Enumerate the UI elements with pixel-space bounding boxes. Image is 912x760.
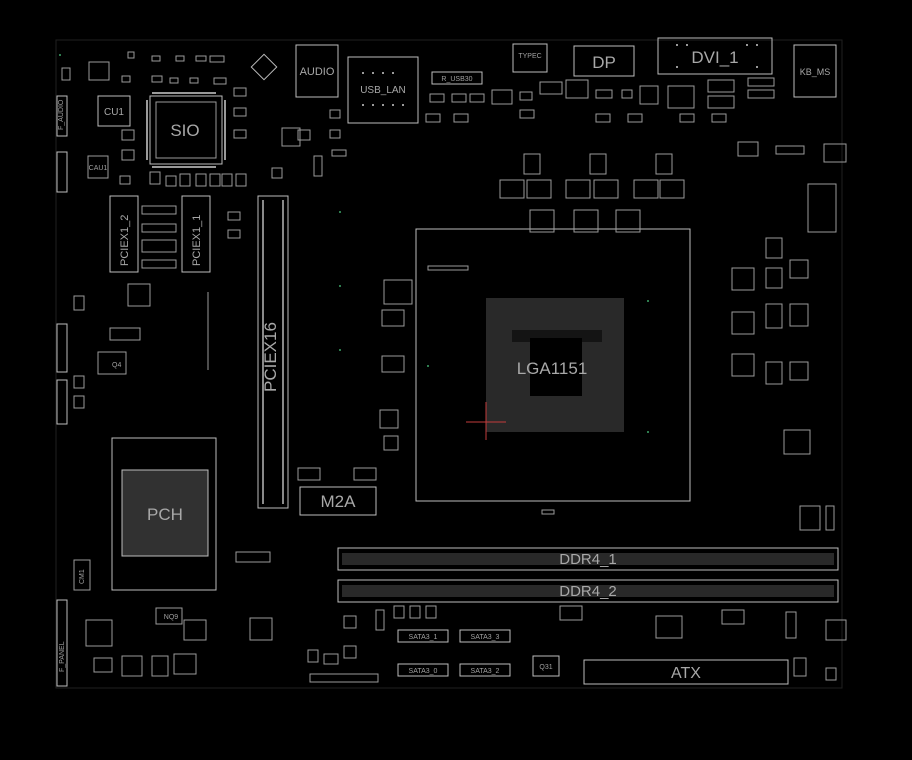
sata3-2-connector — [459, 663, 511, 677]
q31-label: Q31 — [539, 664, 552, 671]
ddr4-1-slot — [337, 547, 839, 571]
sata3-0-label: SATA3_0 — [409, 668, 438, 675]
usb-lan-connector — [347, 56, 419, 124]
pciex1-1-label: PCIEX1_1 — [191, 215, 203, 266]
ddr4-2-label: DDR4_2 — [559, 583, 617, 600]
cpu-socket-region: LGA1151 — [379, 141, 847, 531]
audio-label: AUDIO — [300, 66, 335, 78]
f-panel-connector — [56, 599, 68, 687]
r-usb30-label: R_USB30 — [441, 76, 472, 83]
pch-label: PCH — [147, 505, 183, 524]
ddr4-1-label: DDR4_1 — [559, 551, 617, 568]
usb-lan-label: USB_LAN — [360, 85, 406, 96]
pciex1-2-label: PCIEX1_2 — [119, 215, 131, 266]
dvi-label: DVI_1 — [691, 48, 738, 67]
dimm-region: DDR4_1 DDR4_2 — [337, 547, 839, 603]
m2a-connector — [299, 486, 377, 516]
sata3-1-label: SATA3_1 — [409, 634, 438, 641]
typec-label: TYPEC — [518, 53, 541, 60]
audio-connector — [295, 44, 339, 98]
m2a-label: M2A — [321, 492, 357, 511]
sio-label: SIO — [170, 121, 199, 140]
pch-outline — [111, 437, 217, 591]
kb-ms-connector — [793, 44, 837, 98]
q31-part — [532, 655, 560, 677]
dp-connector — [573, 45, 635, 77]
pch-region: PCH NQ9 F_PANEL CM1 — [56, 437, 273, 687]
sio-region: CU1 SIO F_AUDIO CAU1 — [56, 87, 347, 193]
typec-connector — [512, 43, 548, 73]
sata3-3-connector — [459, 629, 511, 643]
io-region: AUDIO USB_LAN R_USB30 TYPEC DP DVI_1 KB_… — [61, 37, 837, 141]
atx-label: ATX — [671, 665, 701, 682]
pciex1-2-slot — [109, 195, 139, 273]
bottom-region: SATA3_1 SATA3_3 SATA3_0 SATA3_2 Q31 ATX — [307, 605, 847, 685]
pciex16-label: PCIEX16 — [261, 322, 280, 392]
sata3-3-label: SATA3_3 — [471, 634, 500, 641]
pcie-region: PCIEX1_2 PCIEX1_1 Q4 PCIEX16 — [56, 195, 377, 516]
nq9-label: NQ9 — [164, 614, 179, 621]
dvi-connector — [657, 37, 773, 75]
dp-label: DP — [592, 53, 616, 72]
sio-chip — [149, 95, 223, 165]
cpu-socket — [415, 228, 691, 502]
cm1-label: CM1 — [79, 569, 86, 584]
r-usb30-connector — [431, 71, 483, 85]
q4-label: Q4 — [112, 362, 121, 369]
sata3-0-connector — [397, 663, 449, 677]
atx-connector — [583, 659, 789, 685]
sata3-2-label: SATA3_2 — [471, 668, 500, 675]
ddr4-2-slot — [337, 579, 839, 603]
f-panel-label: F_PANEL — [59, 641, 66, 672]
board-outline — [55, 39, 843, 689]
sata3-1-connector — [397, 629, 449, 643]
svg-text:CAU1: CAU1 — [89, 165, 108, 172]
pciex1-1-slot — [181, 195, 211, 273]
cpu-socket-label: LGA1151 — [517, 359, 588, 378]
kb-ms-label: KB_MS — [800, 67, 831, 77]
via-markers — [59, 54, 649, 433]
cu1-label: CU1 — [104, 107, 124, 118]
pciex16-slot — [257, 195, 289, 509]
svg-text:F_AUDIO: F_AUDIO — [58, 99, 65, 130]
cu1-chip — [97, 95, 131, 127]
